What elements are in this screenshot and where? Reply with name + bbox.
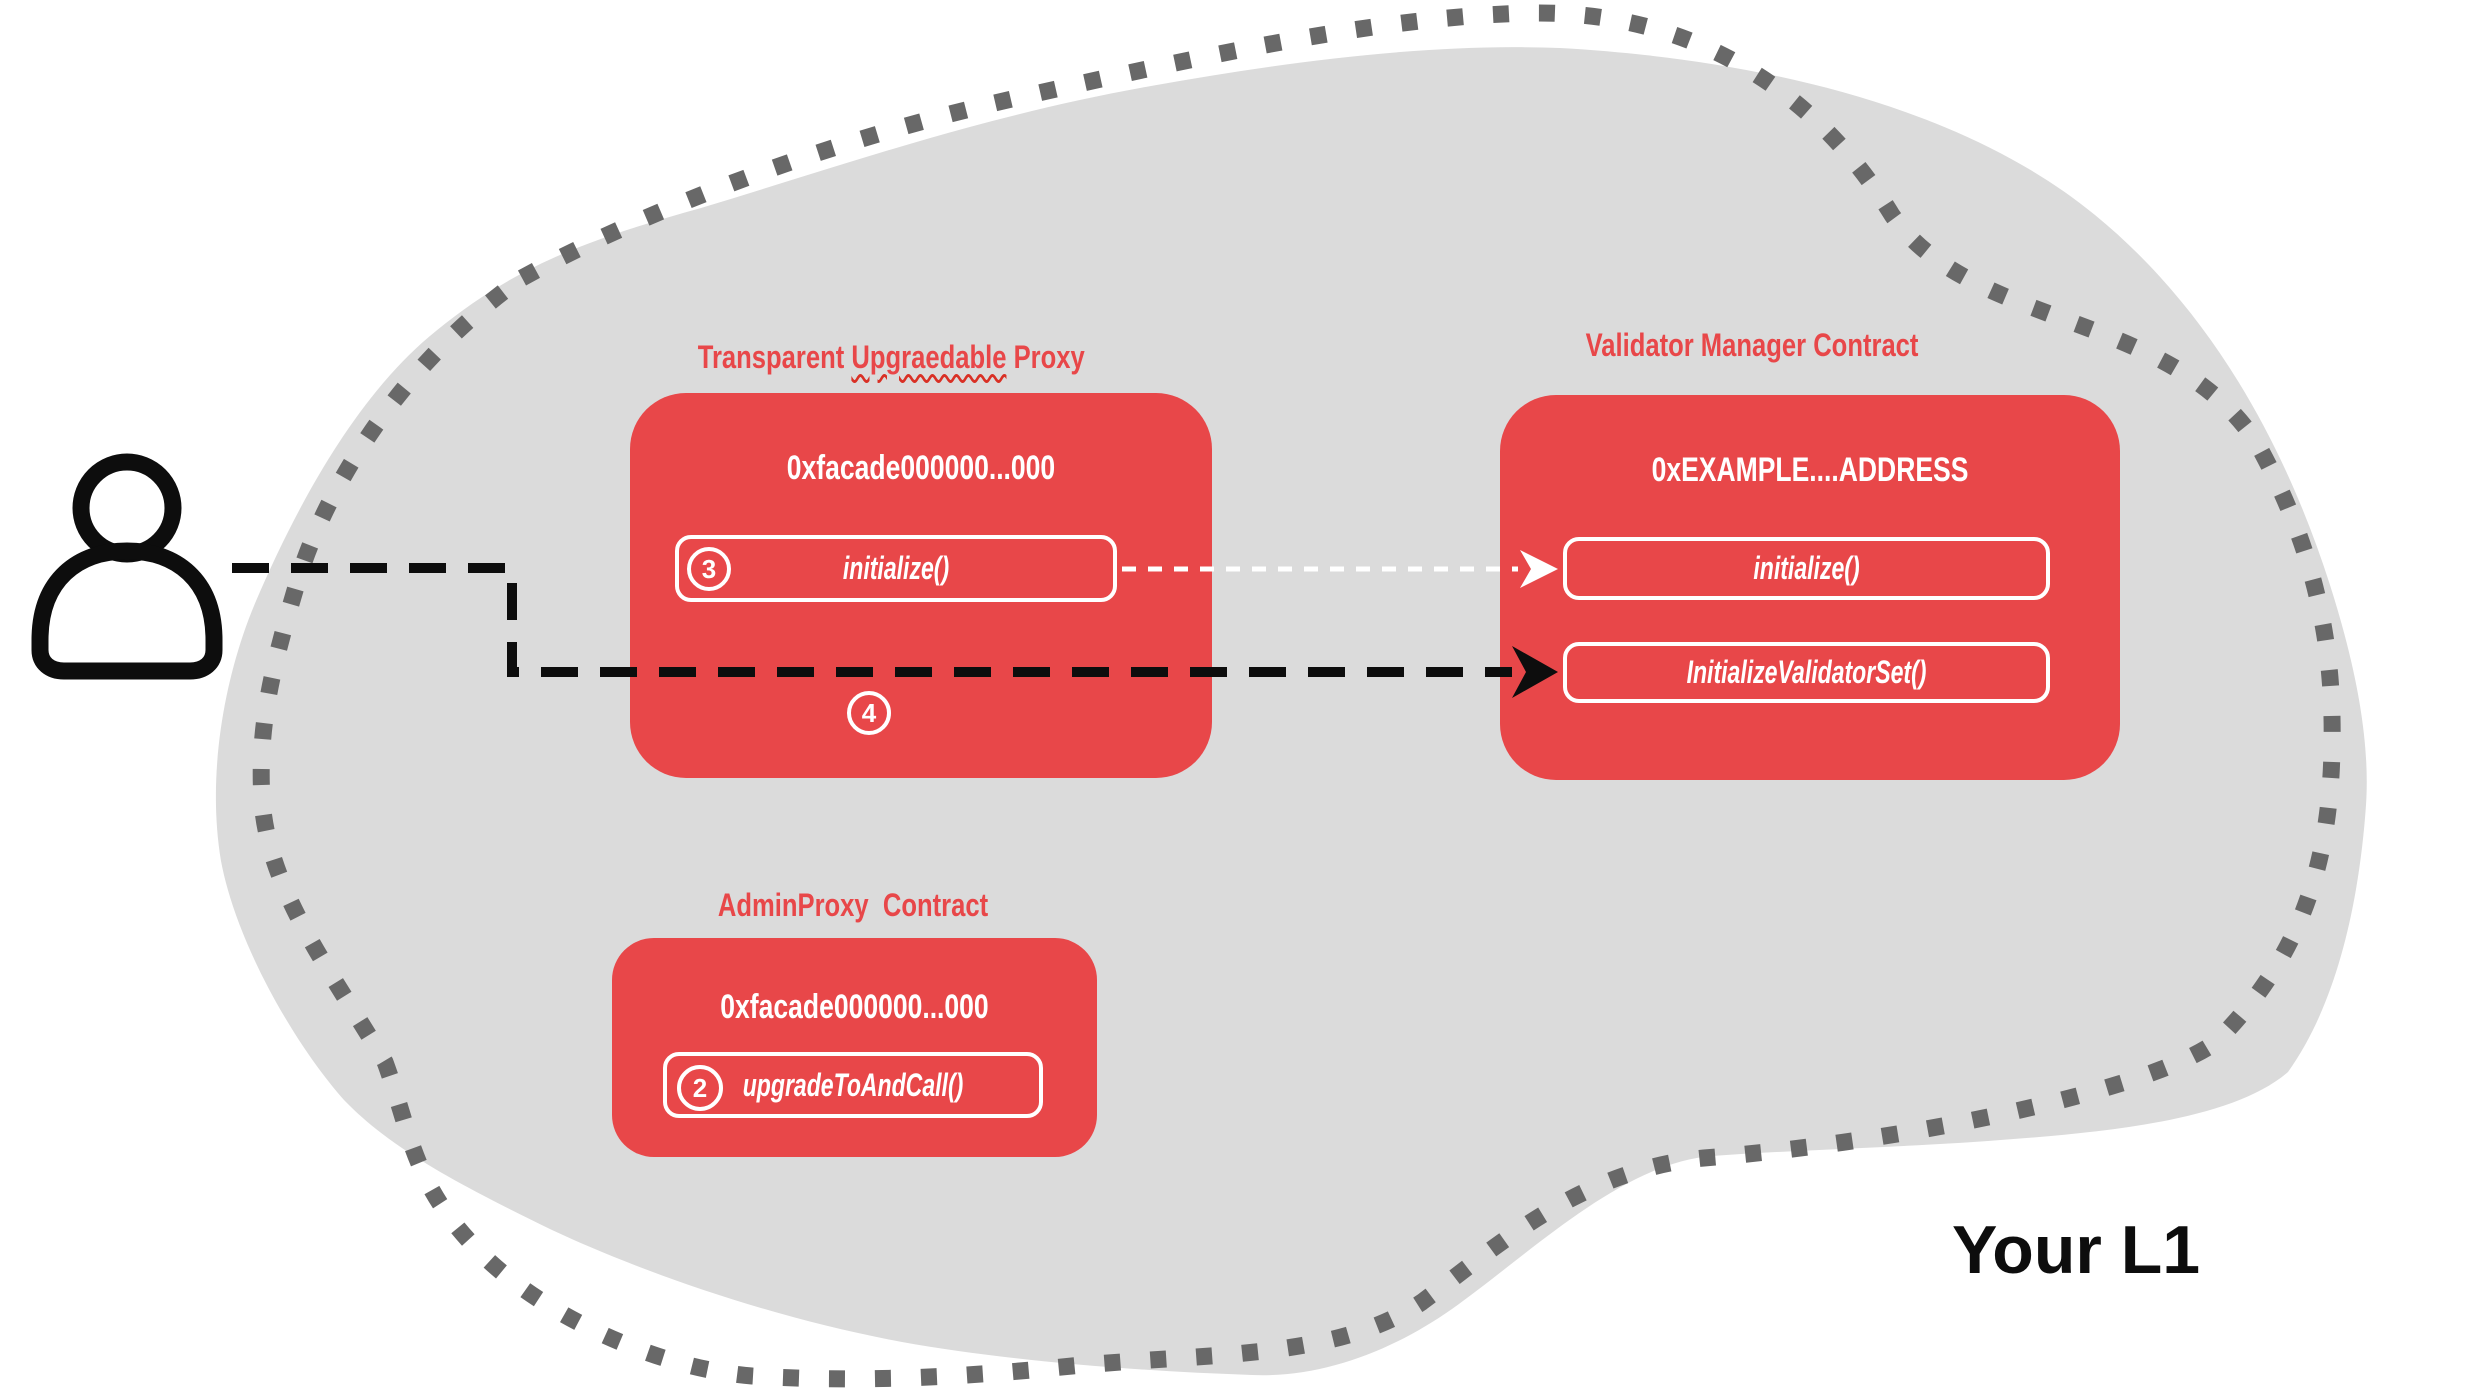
step-4-badge: 4 — [847, 691, 891, 735]
validator-contract-box: 0xEXAMPLE....ADDRESS initialize() Initia… — [1500, 395, 2120, 780]
validator-initialize-validator-set-label: InitializeValidatorSet() — [1686, 654, 1927, 690]
proxy-title-post: Proxy — [1006, 339, 1085, 376]
proxy-title-misspelled-word: Upgraedable — [851, 339, 1007, 376]
proxy-initialize-label: initialize() — [842, 550, 950, 586]
your-l1-label: Your L1 — [1952, 1212, 2201, 1288]
validator-contract-title: Validator Manager Contract — [1585, 327, 1919, 363]
proxy-initialize-method: initialize() 3 — [675, 535, 1117, 602]
admin-contract-box: 0xfacade000000...000 upgradeToAndCall() … — [612, 938, 1097, 1157]
step-2-badge: 2 — [677, 1065, 723, 1111]
admin-contract-title: AdminProxy Contract — [717, 887, 989, 923]
proxy-title-pre: Transparent — [697, 339, 852, 376]
proxy-contract-address: 0xfacade000000...000 — [786, 449, 1056, 487]
validator-initialize-method: initialize() — [1563, 537, 2050, 600]
proxy-contract-box: 0xfacade000000...000 initialize() 3 4 — [630, 393, 1212, 778]
validator-contract-address: 0xEXAMPLE....ADDRESS — [1651, 451, 1969, 489]
admin-upgrade-method: upgradeToAndCall() 2 — [663, 1052, 1043, 1118]
l1-dotted-border — [252, 4, 2341, 1388]
validator-initialize-label: initialize() — [1753, 550, 1860, 586]
admin-upgrade-label: upgradeToAndCall() — [742, 1066, 964, 1103]
step-3-badge: 3 — [687, 547, 731, 591]
admin-contract-address: 0xfacade000000...000 — [720, 988, 989, 1026]
validator-initialize-validator-set-method: InitializeValidatorSet() — [1563, 642, 2050, 703]
